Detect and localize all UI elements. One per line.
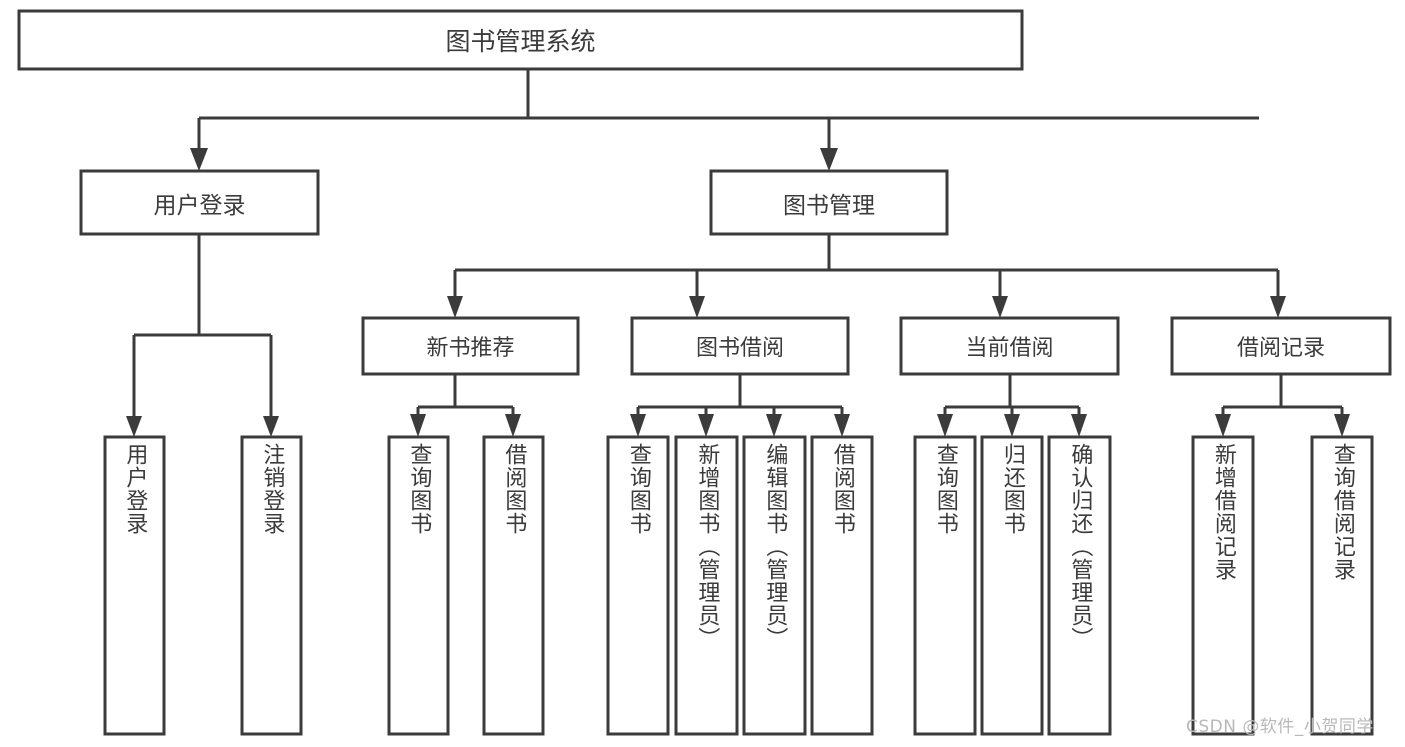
node-box-leaf-user-login[interactable] <box>103 435 166 736</box>
node-box-book-management[interactable] <box>709 169 949 236</box>
node-box-leaf-borrow-book-2[interactable] <box>810 435 874 736</box>
node-box-leaf-add-record[interactable] <box>1191 435 1255 736</box>
node-box-leaf-add-book[interactable] <box>674 435 739 736</box>
node-box-root[interactable] <box>17 9 1024 71</box>
node-box-new-book-recommend[interactable] <box>361 316 580 376</box>
connector-current-borrow-to-leaves <box>937 374 1087 437</box>
node-box-leaf-query-book-1[interactable] <box>387 435 450 736</box>
connector-user-login-to-leaves <box>126 234 279 437</box>
node-box-user-login[interactable] <box>79 169 320 236</box>
watermark-text: CSDN @软件_小贺同学 <box>1186 717 1374 737</box>
node-box-leaf-edit-book[interactable] <box>742 435 807 736</box>
node-box-leaf-query-book-2[interactable] <box>606 435 670 736</box>
node-box-leaf-query-book-3[interactable] <box>913 435 977 736</box>
node-box-current-borrow[interactable] <box>899 316 1120 376</box>
node-box-leaf-query-record[interactable] <box>1310 435 1374 736</box>
node-box-leaf-borrow-book-1[interactable] <box>482 435 545 736</box>
connector-new-book-recommend-to-leaves <box>410 374 521 437</box>
node-box-leaf-confirm-return[interactable] <box>1047 435 1112 736</box>
connector-borrow-record-to-leaves <box>1215 374 1350 437</box>
connector-book-borrow-to-leaves <box>630 374 850 437</box>
connector-book-management-to-level3 <box>447 234 1286 318</box>
node-box-leaf-return-book[interactable] <box>980 435 1044 736</box>
node-box-book-borrow[interactable] <box>630 316 850 376</box>
node-box-borrow-record[interactable] <box>1170 316 1392 376</box>
node-box-leaf-logout-login[interactable] <box>240 435 303 736</box>
connector-root-to-level2 <box>190 69 1259 171</box>
